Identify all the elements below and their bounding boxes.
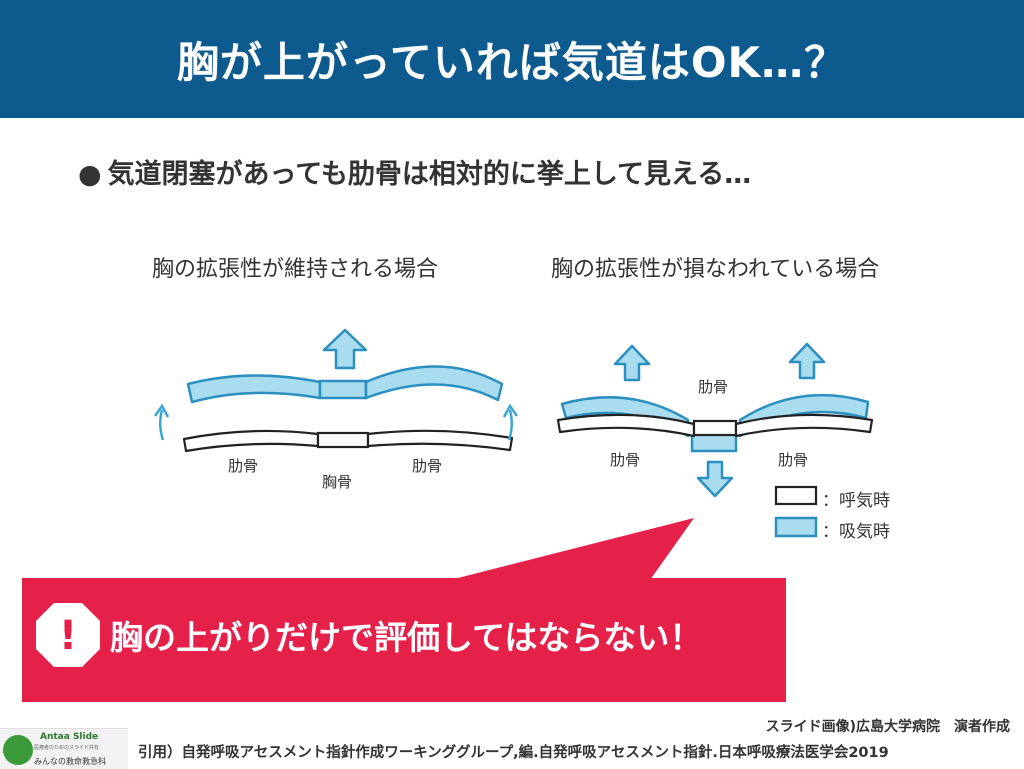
left-exhale-ribcage bbox=[182, 429, 514, 453]
rib-label: 肋骨 bbox=[228, 457, 259, 475]
bullet-text: 気道閉塞があっても肋骨は相対的に挙上して見える… bbox=[107, 159, 752, 190]
sternum-label: 胸骨 bbox=[322, 473, 353, 491]
logo-tagline: 医療者のためのスライド共有 bbox=[34, 745, 100, 751]
warning-callout-tail bbox=[450, 518, 694, 580]
down-arrow-icon bbox=[696, 460, 734, 498]
rib-label: 肋骨 bbox=[412, 457, 443, 475]
citation: 引用）自発呼吸アセスメント指針作成ワーキンググループ,編.自発呼吸アセスメント指… bbox=[138, 745, 889, 761]
right-inhale-ribcage bbox=[560, 393, 870, 453]
legend-inhale-label: ：吸気時 bbox=[822, 522, 890, 542]
right-diagram-caption: 胸の拡張性が損なわれている場合 bbox=[551, 257, 880, 282]
legend-inhale-swatch bbox=[774, 516, 818, 538]
bullet-marker: ● bbox=[78, 159, 102, 190]
up-arrow-icon bbox=[322, 328, 368, 370]
logo-leaf-icon bbox=[3, 735, 33, 765]
rib-label: 肋骨 bbox=[778, 451, 809, 469]
logo-sub: みんなの救命救急科 bbox=[34, 757, 106, 766]
left-diagram-caption: 胸の拡張性が維持される場合 bbox=[152, 257, 439, 282]
warning-callout bbox=[22, 578, 786, 702]
up-arrow-right-icon bbox=[788, 342, 826, 380]
legend-exhale-label: ：呼気時 bbox=[822, 491, 890, 511]
warning-octagon-icon: ! bbox=[36, 603, 100, 667]
rib-label: 肋骨 bbox=[610, 451, 641, 469]
title-bar: 胸が上がっていれば気道はOK…？ bbox=[0, 0, 1024, 118]
left-inhale-ribcage bbox=[186, 365, 504, 404]
warning-text: 胸の上がりだけで評価してはならない！ bbox=[110, 618, 703, 657]
page-title: 胸が上がっていれば気道はOK…？ bbox=[176, 37, 848, 87]
rib-label: 肋骨 bbox=[698, 378, 729, 396]
antaa-logo: Antaa Slide 医療者のためのスライド共有 みんなの救命救急科 bbox=[0, 728, 128, 769]
image-credit: スライド画像)広島大学病院 演者作成 bbox=[765, 719, 1010, 735]
up-arrow-left-icon bbox=[613, 344, 651, 382]
curved-arrow-right-icon bbox=[507, 409, 513, 441]
right-exhale-ribcage bbox=[556, 413, 874, 438]
warning-icon-glyph: ! bbox=[59, 613, 77, 659]
bullet-point: ●気道閉塞があっても肋骨は相対的に挙上して見える… bbox=[78, 152, 751, 191]
curved-arrow-left-icon bbox=[159, 409, 165, 441]
logo-brand: Antaa Slide bbox=[40, 732, 99, 742]
legend-exhale-swatch bbox=[774, 485, 818, 506]
